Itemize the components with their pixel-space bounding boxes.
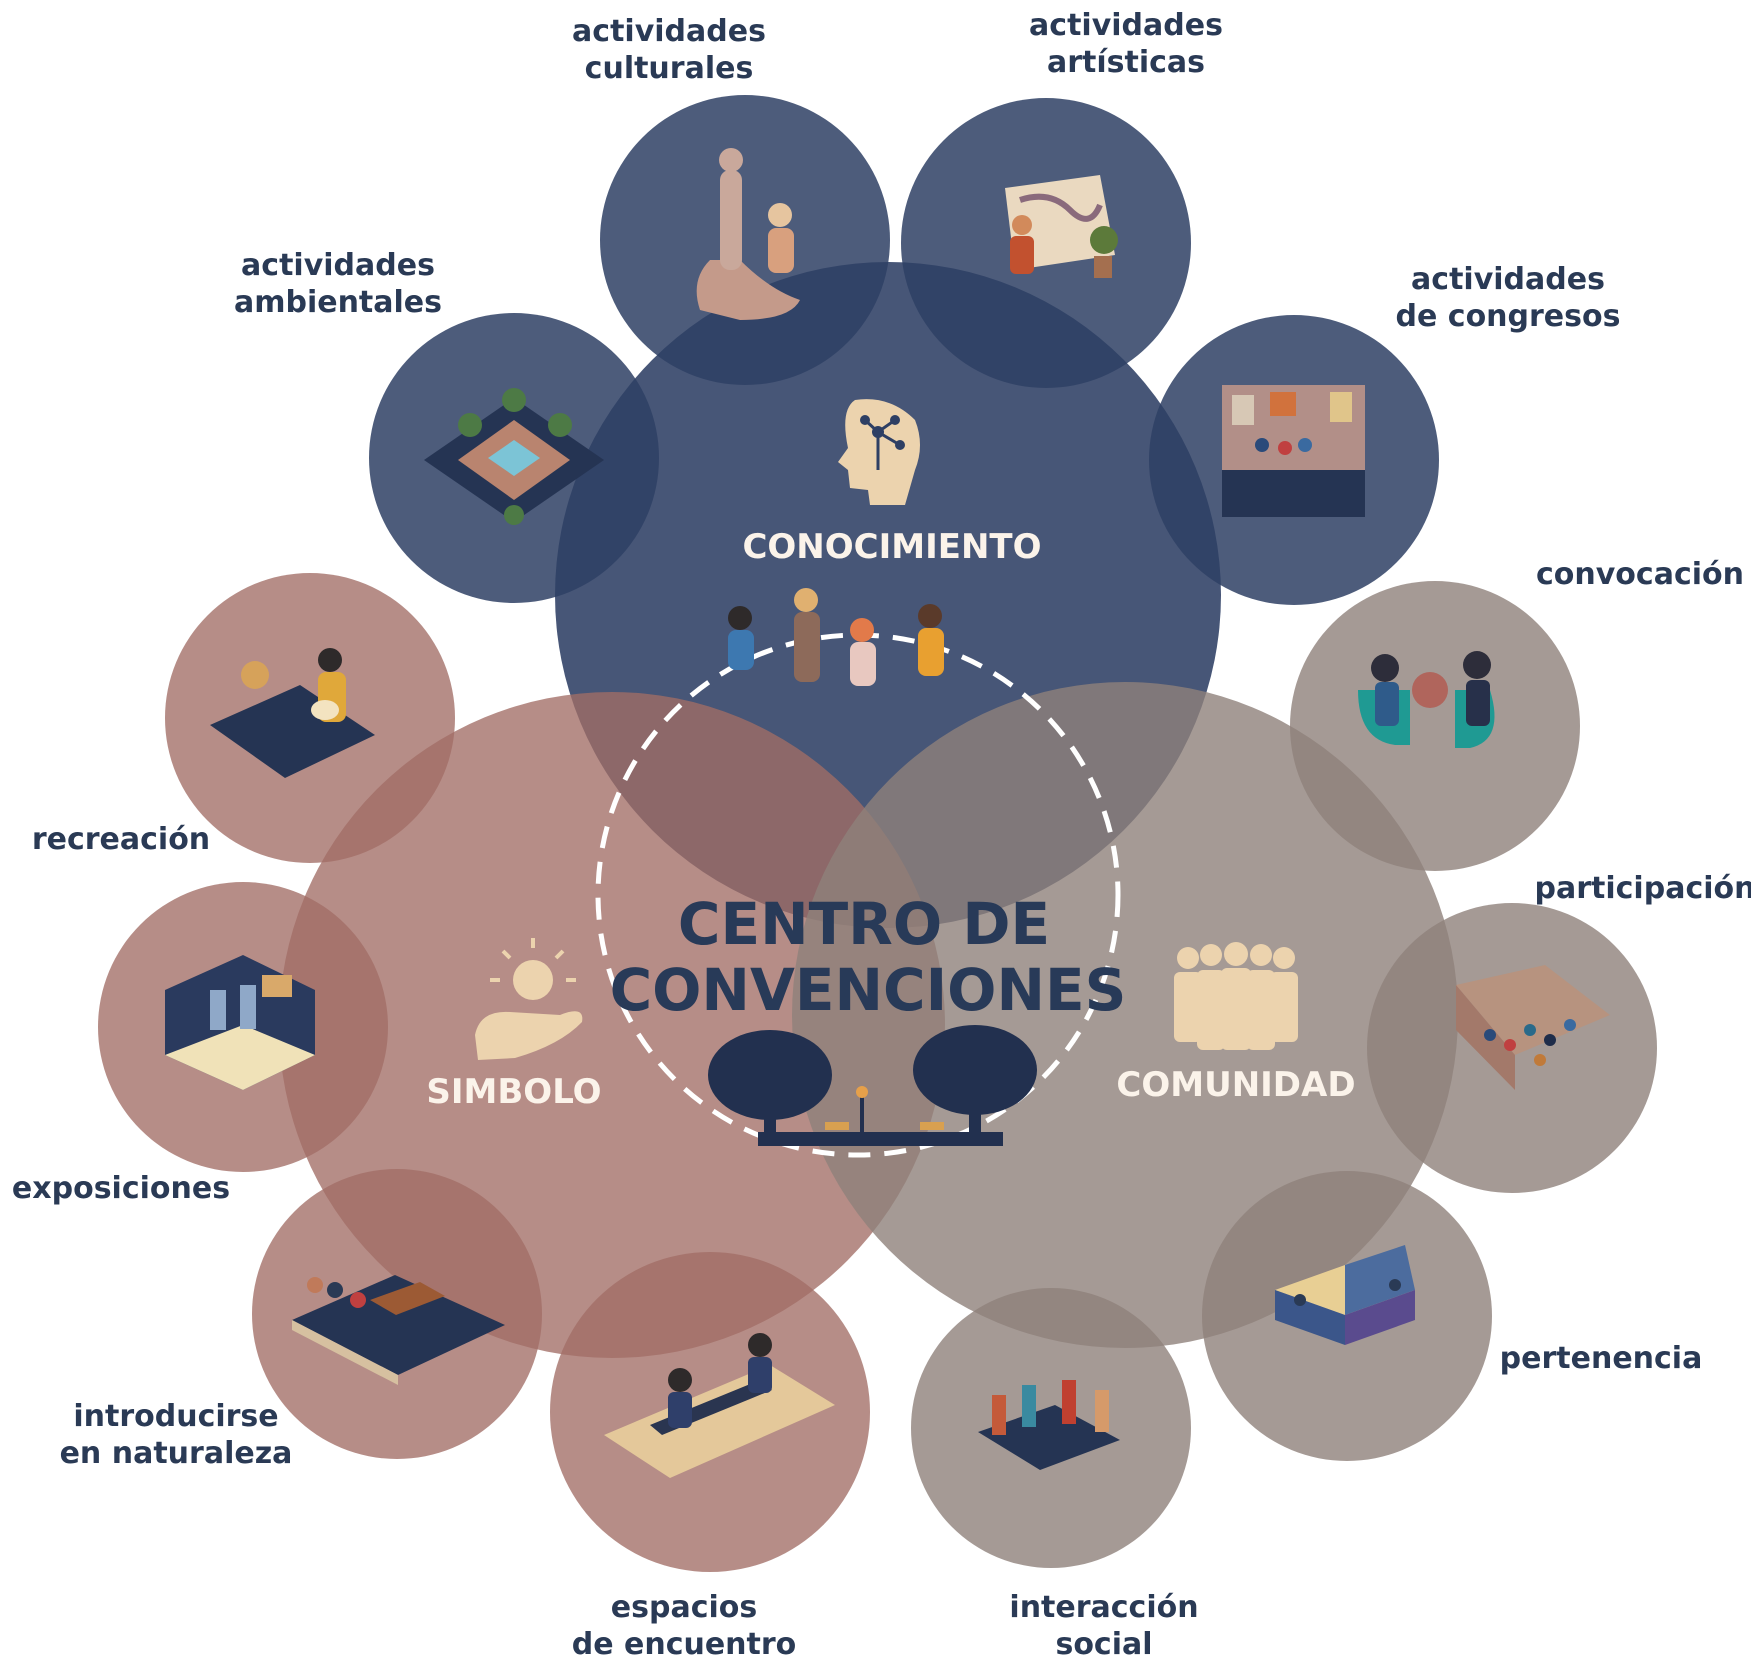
puzzle-illustration [1275, 1245, 1415, 1345]
park-trees-illustration [708, 1025, 1037, 1146]
label-pertenencia: pertenencia [1500, 1341, 1703, 1376]
center-title-line2: CONVENCIONES [610, 956, 1127, 1024]
label-convocacion: convocación [1536, 557, 1744, 592]
label-recreacion: recreación [32, 822, 210, 857]
label-interaccion-social-2: social [1055, 1627, 1152, 1661]
culturales-circle [600, 95, 890, 385]
label-espacios-encuentro-2: de encuentro [572, 1627, 797, 1661]
picnic-illustration [210, 648, 375, 778]
exhibit-illustration [165, 955, 315, 1090]
comunidad-label: COMUNIDAD [1116, 1065, 1355, 1105]
simbolo-label: SIMBOLO [426, 1072, 601, 1112]
jumping-people-illustration [728, 588, 944, 686]
deck-illustration [292, 1275, 505, 1385]
label-interaccion-social-1: interacción [1009, 1590, 1198, 1625]
meeting-illustration [1358, 651, 1495, 748]
label-introducirse-naturaleza-1: introducirse [73, 1399, 278, 1434]
label-actividades-artisticas-1: actividades [1029, 8, 1223, 43]
gallery-illustration [1222, 385, 1365, 517]
people-talking-illustration [978, 1380, 1120, 1470]
label-introducirse-naturaleza-2: en naturaleza [60, 1436, 293, 1471]
painting-illustration [1005, 175, 1118, 278]
convocacion-circle [1290, 581, 1580, 871]
center-title-line1: CENTRO DE [678, 890, 1050, 958]
sun-hand-icon [475, 938, 583, 1060]
label-actividades-ambientales-1: actividades [241, 248, 435, 283]
statue-illustration [696, 148, 800, 320]
label-exposiciones: exposiciones [12, 1171, 230, 1206]
label-participacion: participación [1535, 871, 1751, 906]
conocimiento-label: CONOCIMIENTO [742, 527, 1041, 567]
comunidad-circle [792, 682, 1458, 1348]
label-actividades-culturales-1: actividades [572, 14, 766, 49]
label-espacios-encuentro-1: espacios [611, 1590, 757, 1625]
label-actividades-congresos-2: de congresos [1396, 299, 1621, 334]
plaza-illustration [424, 388, 604, 525]
bench-illustration [604, 1333, 835, 1478]
label-actividades-artisticas-2: artísticas [1047, 45, 1205, 80]
crowd-illustration [1456, 965, 1610, 1090]
label-actividades-ambientales-2: ambientales [234, 285, 442, 320]
label-actividades-culturales-2: culturales [585, 51, 754, 86]
community-people-icon [1174, 942, 1298, 1050]
label-actividades-congresos-1: actividades [1411, 262, 1605, 297]
head-brain-icon [838, 399, 920, 505]
